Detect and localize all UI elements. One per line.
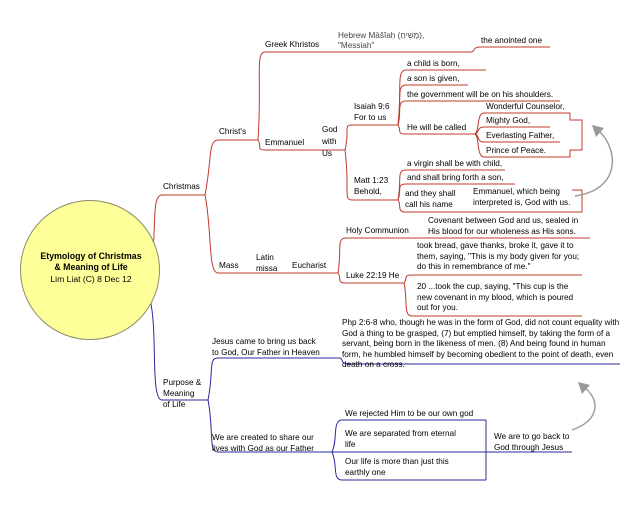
purpose-line2: Meaning bbox=[163, 389, 195, 398]
call-name-line1[interactable]: and they shall bbox=[405, 189, 456, 198]
eucharist-to-holycommunion-connector bbox=[337, 237, 420, 274]
jesus-to-phil-connector bbox=[339, 357, 620, 365]
isaiah-to-called-connector bbox=[397, 124, 474, 135]
luke-to-bread-connector bbox=[403, 274, 582, 284]
created-line2: lives with God as our Father bbox=[212, 444, 314, 453]
mass-node[interactable]: Mass bbox=[219, 261, 239, 270]
interpret-to-names-arrow bbox=[574, 129, 613, 197]
hebrew-to-anointed-connector bbox=[469, 46, 550, 53]
eucharist-node[interactable]: Eucharist bbox=[292, 261, 327, 270]
child-born-node[interactable]: a child is born, bbox=[407, 59, 460, 68]
root-title-line2: & Meaning of Life bbox=[54, 262, 128, 272]
wonderful-counselor-node[interactable]: Wonderful Counselor, bbox=[486, 102, 565, 111]
god-line: God bbox=[322, 125, 338, 134]
interpret-line1[interactable]: Emmanuel, which being bbox=[473, 187, 560, 196]
christmas-branch-lines bbox=[149, 46, 590, 317]
us-line: Us bbox=[322, 149, 333, 158]
separated-line1[interactable]: We are separated from eternal bbox=[345, 429, 456, 438]
christs-node[interactable]: Christ's bbox=[219, 127, 247, 136]
with-line: with bbox=[322, 137, 337, 146]
matt-label-line1[interactable]: Matt 1:23 bbox=[354, 176, 389, 185]
philippians-node[interactable]: Php 2:6-8 who, though he was in the form… bbox=[342, 318, 620, 369]
eucharist-to-luke-connector bbox=[337, 272, 404, 284]
isaiah-label-line1[interactable]: Isaiah 9:6 bbox=[354, 102, 390, 111]
godwithus-to-matt-connector bbox=[344, 149, 398, 201]
christs-to-emmanuel-connector bbox=[257, 139, 318, 151]
prince-of-peace-node[interactable]: Prince of Peace. bbox=[486, 146, 547, 155]
son-given-node[interactable]: a son is given, bbox=[407, 74, 460, 83]
root-title-line1: Etymology of Christmas bbox=[40, 251, 142, 261]
greek-khristos-node[interactable]: Greek Khristos bbox=[265, 40, 320, 49]
matt-label-line2: Behold, bbox=[354, 187, 382, 196]
root-title: Etymology of Christmas & Meaning of Life bbox=[21, 251, 161, 273]
he-will-be-called-node[interactable]: He will be called bbox=[407, 123, 467, 132]
phil-arrowhead bbox=[578, 382, 590, 394]
christmas-node[interactable]: Christmas bbox=[163, 182, 200, 191]
separated-line2: life bbox=[345, 440, 356, 449]
matt-to-name-connector bbox=[397, 199, 470, 213]
rejected-node[interactable]: We rejected Him to be our own god bbox=[345, 409, 474, 418]
goback-bracket bbox=[485, 420, 572, 480]
purpose-line3: of Life bbox=[163, 400, 186, 409]
go-back-line1[interactable]: We are to go back to bbox=[494, 432, 570, 441]
root-node[interactable]: Etymology of Christmas & Meaning of Life… bbox=[20, 200, 160, 340]
christs-to-greek-connector bbox=[257, 51, 332, 141]
godwithus-to-isaiah-connector bbox=[344, 124, 398, 151]
holy-communion-node[interactable]: Holy Communion bbox=[346, 226, 409, 235]
root-to-purpose-connector bbox=[149, 299, 208, 401]
goback-to-phil-arrow bbox=[571, 387, 596, 431]
purpose-branch-lines bbox=[149, 299, 620, 481]
latin-line1: Latin bbox=[256, 253, 274, 262]
purpose-line1[interactable]: Purpose & bbox=[163, 378, 202, 387]
name-to-interpret-connector bbox=[470, 189, 583, 213]
called-to-names-bracket bbox=[473, 112, 570, 158]
luke-node[interactable]: Luke 22:19 He bbox=[346, 271, 400, 280]
names-arrowhead bbox=[592, 125, 604, 137]
go-back-line2: God through Jesus bbox=[494, 443, 564, 452]
christmas-to-christs-connector bbox=[204, 139, 258, 196]
cup-node[interactable]: 20 ...took the cup, saying, "This cup is… bbox=[417, 282, 574, 312]
luke-to-cup-connector bbox=[403, 282, 582, 317]
everlasting-father-node[interactable]: Everlasting Father, bbox=[486, 131, 555, 140]
life-line1[interactable]: Our life is more than just this bbox=[345, 457, 449, 466]
created-line1[interactable]: We are created to share our bbox=[212, 433, 314, 442]
anointed-one-node[interactable]: the anointed one bbox=[481, 36, 543, 45]
isaiah-to-government-connector bbox=[397, 100, 560, 126]
covenant-line1[interactable]: Covenant between God and us, sealed in bbox=[428, 216, 579, 225]
latin-line2: missa bbox=[256, 264, 278, 273]
mighty-god-node[interactable]: Mighty God, bbox=[486, 116, 531, 125]
bring-forth-son-node[interactable]: and shall bring forth a son, bbox=[407, 173, 504, 182]
call-name-line2: call his name bbox=[405, 200, 453, 209]
isaiah-label-line2: For to us bbox=[354, 113, 387, 122]
interpret-line2: interpreted is, God with us. bbox=[473, 198, 571, 207]
covenant-line2: His blood for our wholeness as His sons. bbox=[428, 227, 576, 236]
christmas-to-mass-connector bbox=[204, 194, 250, 274]
emmanuel-node[interactable]: Emmanuel bbox=[265, 138, 305, 147]
names-right-bracket bbox=[555, 113, 583, 158]
matt-to-son-connector bbox=[397, 183, 515, 201]
feedback-arrows bbox=[571, 125, 613, 431]
purpose-to-created-connector bbox=[207, 399, 332, 453]
hebrew-line2: "Messiah" bbox=[338, 41, 375, 50]
bread-node[interactable]: took bread, gave thanks, broke it, gave … bbox=[417, 241, 580, 271]
created-to-rejected-connector bbox=[331, 419, 486, 453]
jesus-came-line1[interactable]: Jesus came to bring us back bbox=[212, 337, 316, 346]
hebrew-line1: Hebrew Māšîaḥ (מָשִׁיחַ), bbox=[338, 31, 425, 40]
root-subtitle: Lim Liat (C) 8 Dec 12 bbox=[50, 274, 132, 284]
created-to-life-connector bbox=[331, 451, 486, 481]
life-line2: earthly one bbox=[345, 468, 386, 477]
virgin-node[interactable]: a virgin shall be with child, bbox=[407, 159, 503, 168]
government-node[interactable]: the government will be on his shoulders. bbox=[407, 90, 554, 99]
purpose-to-jesus-connector bbox=[207, 357, 340, 401]
jesus-came-line2: to God, Our Father in Heaven bbox=[212, 348, 320, 357]
